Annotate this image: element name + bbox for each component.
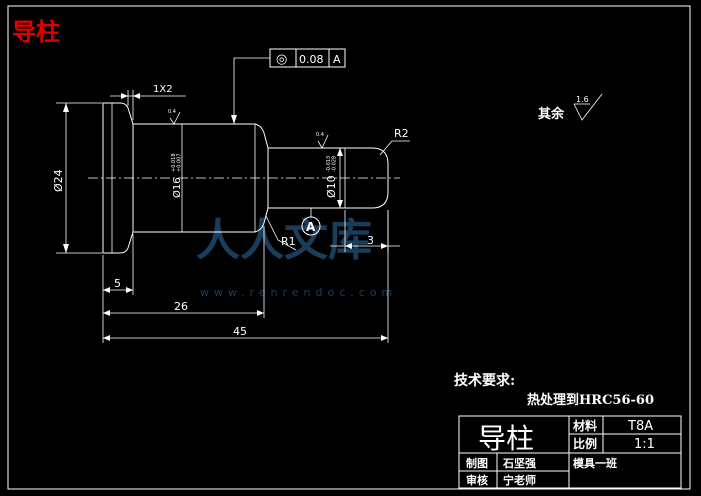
- dim-len-total-text: 45: [233, 325, 247, 338]
- title-block-part-name: 导柱: [478, 422, 534, 455]
- gdt-datum: A: [333, 53, 341, 66]
- gdt-value: 0.08: [299, 53, 324, 66]
- watermark-logo-text: 人人文库: [196, 215, 372, 266]
- scale-value: 1:1: [634, 437, 655, 452]
- roughness-note: 其余 1.6: [538, 93, 603, 122]
- guide-pin-outline: [102, 102, 389, 254]
- material-label: 材料: [572, 418, 597, 433]
- roughness-note-label: 其余: [538, 106, 565, 122]
- dim-dia-neck-text: Ø10: [325, 175, 338, 198]
- dim-len-end-text: 3: [367, 234, 374, 247]
- scale-label: 比例: [573, 436, 597, 451]
- dim-dia-neck: Ø10 -0.013-0.028 0.4: [316, 132, 343, 208]
- datum-a: A: [301, 207, 321, 236]
- title-block: 导柱 材料 T8A 比例 1:1 制图 石坚强 审核 宁老师 模具一班: [458, 415, 682, 489]
- checked-label: 审核: [466, 473, 488, 487]
- datum-a-text: A: [306, 220, 316, 234]
- dim-radius-right: R2: [379, 127, 410, 156]
- dim-radius-left: R1: [265, 215, 297, 251]
- dim-chamfer-text: 1X2: [153, 84, 173, 95]
- roughness-note-value: 1.6: [576, 95, 589, 104]
- watermark: 人人文库 www.renrendoc.com: [196, 215, 397, 299]
- dim-lengths: 5 26 45: [102, 210, 389, 343]
- drawing-border: [7, 5, 691, 490]
- dim-dia-neck-tol: -0.013-0.028: [326, 156, 338, 172]
- class-value: 模具一班: [573, 456, 617, 470]
- dim-dia-body-tol: +0.018+0.007: [171, 153, 183, 172]
- dim-r-right-text: R2: [394, 127, 409, 140]
- dim-dia-body: Ø16 +0.018+0.007 0.4: [168, 109, 183, 232]
- watermark-url: www.renrendoc.com: [200, 286, 397, 299]
- gdt-concentricity: ◎ 0.08 A: [231, 48, 346, 124]
- requirements-item: 热处理到HRC56-60: [527, 392, 654, 408]
- dim-r-left-text: R1: [281, 235, 296, 248]
- drawing-title: 导柱: [12, 18, 60, 46]
- rough-body-value: 0.4: [168, 109, 176, 115]
- rough-neck-value: 0.4: [316, 132, 324, 138]
- dim-dia-body-text: Ø16: [171, 177, 183, 198]
- material-value: T8A: [627, 419, 653, 434]
- dim-dia-head: Ø24: [52, 102, 102, 254]
- drawn-label: 制图: [466, 456, 488, 470]
- drawn-value: 石坚强: [502, 456, 536, 470]
- dim-len-head-text: 5: [114, 277, 121, 290]
- dim-dia-head-text: Ø24: [52, 169, 65, 192]
- gdt-symbol: ◎: [276, 52, 287, 67]
- dim-chamfer: 1X2: [110, 84, 186, 120]
- requirements-heading: 技术要求:: [454, 372, 515, 389]
- checked-value: 宁老师: [503, 473, 536, 487]
- dim-len-mid-text: 26: [174, 300, 188, 313]
